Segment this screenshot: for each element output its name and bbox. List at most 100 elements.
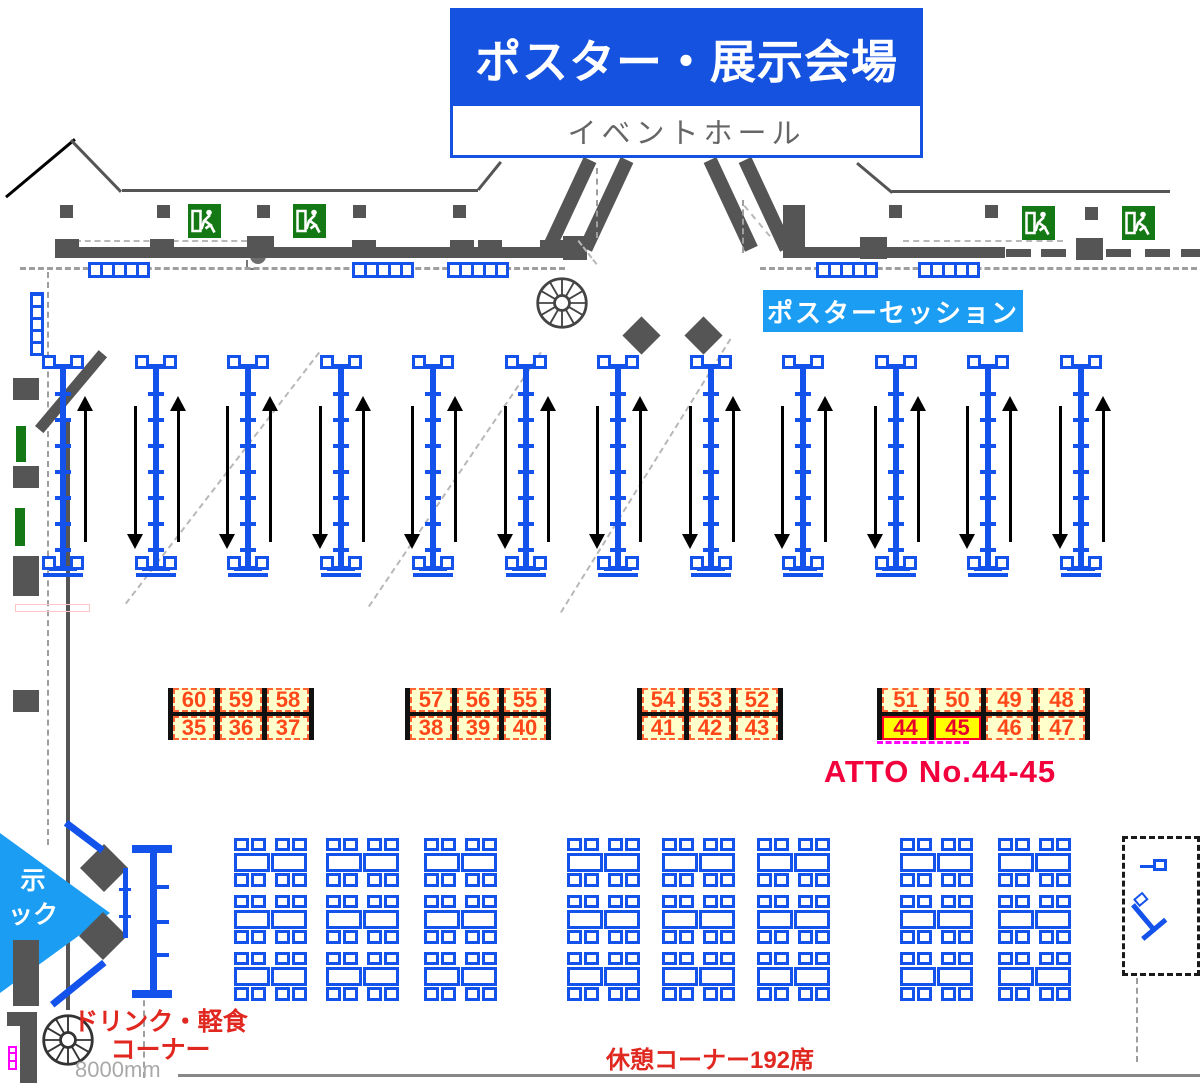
table <box>604 853 640 872</box>
page-subtitle: イベントホール <box>453 106 920 155</box>
flow-arrow-up-line <box>639 410 642 542</box>
poster-board-cap <box>1067 364 1095 369</box>
wall-bump <box>55 239 79 257</box>
left-wall-line <box>66 420 70 1010</box>
chair <box>679 952 694 965</box>
poster-board-tick <box>703 392 719 396</box>
wall-bump <box>450 240 474 258</box>
chair <box>1056 838 1071 851</box>
chair <box>798 895 813 908</box>
poster-board-tick <box>333 392 349 396</box>
chair <box>941 930 956 944</box>
poster-board-foot <box>598 573 638 577</box>
poster-board-end-square <box>810 355 824 369</box>
window-bench <box>447 262 509 278</box>
chair <box>815 952 830 965</box>
poster-board-tick <box>610 470 626 474</box>
wall-bump <box>540 240 564 258</box>
chair <box>815 930 830 944</box>
poster-board-tick <box>148 548 164 552</box>
poster-board-tick <box>55 522 71 526</box>
chair <box>815 838 830 851</box>
chair <box>900 930 915 944</box>
seating-unit <box>234 895 308 945</box>
outer-wall-left <box>122 189 478 192</box>
seating-unit <box>326 838 400 888</box>
chair <box>1056 987 1071 1001</box>
chair <box>774 930 789 944</box>
poster-board-end-square <box>995 355 1009 369</box>
poster-board-cap <box>512 566 540 571</box>
poster-board-end-square <box>718 355 732 369</box>
chair <box>343 873 358 887</box>
wall-bump-column <box>247 236 274 258</box>
chair <box>720 952 735 965</box>
chair <box>567 987 582 1001</box>
flow-arrow-down-head <box>127 534 143 549</box>
seating-unit <box>662 838 736 888</box>
column-diamond-top-2 <box>684 316 723 355</box>
booth-middle-bar <box>405 712 551 716</box>
booth-cell-58: 58 <box>267 687 309 712</box>
partition-tick-2 <box>119 915 131 918</box>
flow-arrow-down-line <box>596 406 599 536</box>
poster-board-tick <box>518 496 534 500</box>
seating-unit <box>326 895 400 945</box>
poster-board-rail <box>985 368 991 568</box>
poster-board-tick <box>980 470 996 474</box>
chair <box>1056 873 1071 887</box>
chair <box>384 873 399 887</box>
chair <box>625 838 640 851</box>
poster-board-tick <box>980 548 996 552</box>
poster-board-tick <box>240 470 256 474</box>
chair <box>1039 873 1054 887</box>
flow-arrow-up-head <box>447 396 463 411</box>
chair <box>625 930 640 944</box>
flow-arrow-down-head <box>1052 534 1068 549</box>
chair <box>343 930 358 944</box>
chair <box>482 952 497 965</box>
booth-cell-57: 57 <box>410 687 452 712</box>
poster-board-rail <box>430 368 436 568</box>
poster-board-end-square <box>505 556 519 570</box>
poster-board-tick <box>1073 418 1089 422</box>
exit-sign-icon <box>1022 206 1055 240</box>
chair <box>384 987 399 1001</box>
chair <box>703 987 718 1001</box>
poster-board-cap <box>697 364 725 369</box>
flow-arrow-up-line <box>917 410 920 542</box>
poster-board-end-square <box>1060 556 1074 570</box>
chair <box>584 838 599 851</box>
flow-arrow-up-line <box>732 410 735 542</box>
poster-board-tick <box>888 522 904 526</box>
flow-arrow-up-head <box>77 396 93 411</box>
poster-board-tick <box>888 548 904 552</box>
chair <box>679 895 694 908</box>
chair <box>662 895 677 908</box>
exit-sign-icon <box>293 204 326 238</box>
wall-bump <box>150 239 174 257</box>
chair <box>384 838 399 851</box>
chair <box>917 930 932 944</box>
chair <box>343 895 358 908</box>
table <box>604 910 640 929</box>
poster-board-tick <box>425 496 441 500</box>
left-wall-bump <box>13 556 39 596</box>
poster-board-cap <box>974 364 1002 369</box>
poster-board-tick <box>1073 496 1089 500</box>
chair <box>608 895 623 908</box>
booth-cell-59: 59 <box>220 687 262 712</box>
chair <box>482 930 497 944</box>
booth-cell-44: 44 <box>882 715 929 740</box>
poster-board-foot <box>968 573 1008 577</box>
poster-board-end-square <box>967 355 981 369</box>
table <box>271 853 307 872</box>
flow-arrow-up-head <box>725 396 741 411</box>
poster-board-tick <box>610 418 626 422</box>
flow-arrow-down-head <box>867 534 883 549</box>
chair <box>1056 895 1071 908</box>
chair <box>941 838 956 851</box>
chair <box>757 952 772 965</box>
chair <box>917 987 932 1001</box>
